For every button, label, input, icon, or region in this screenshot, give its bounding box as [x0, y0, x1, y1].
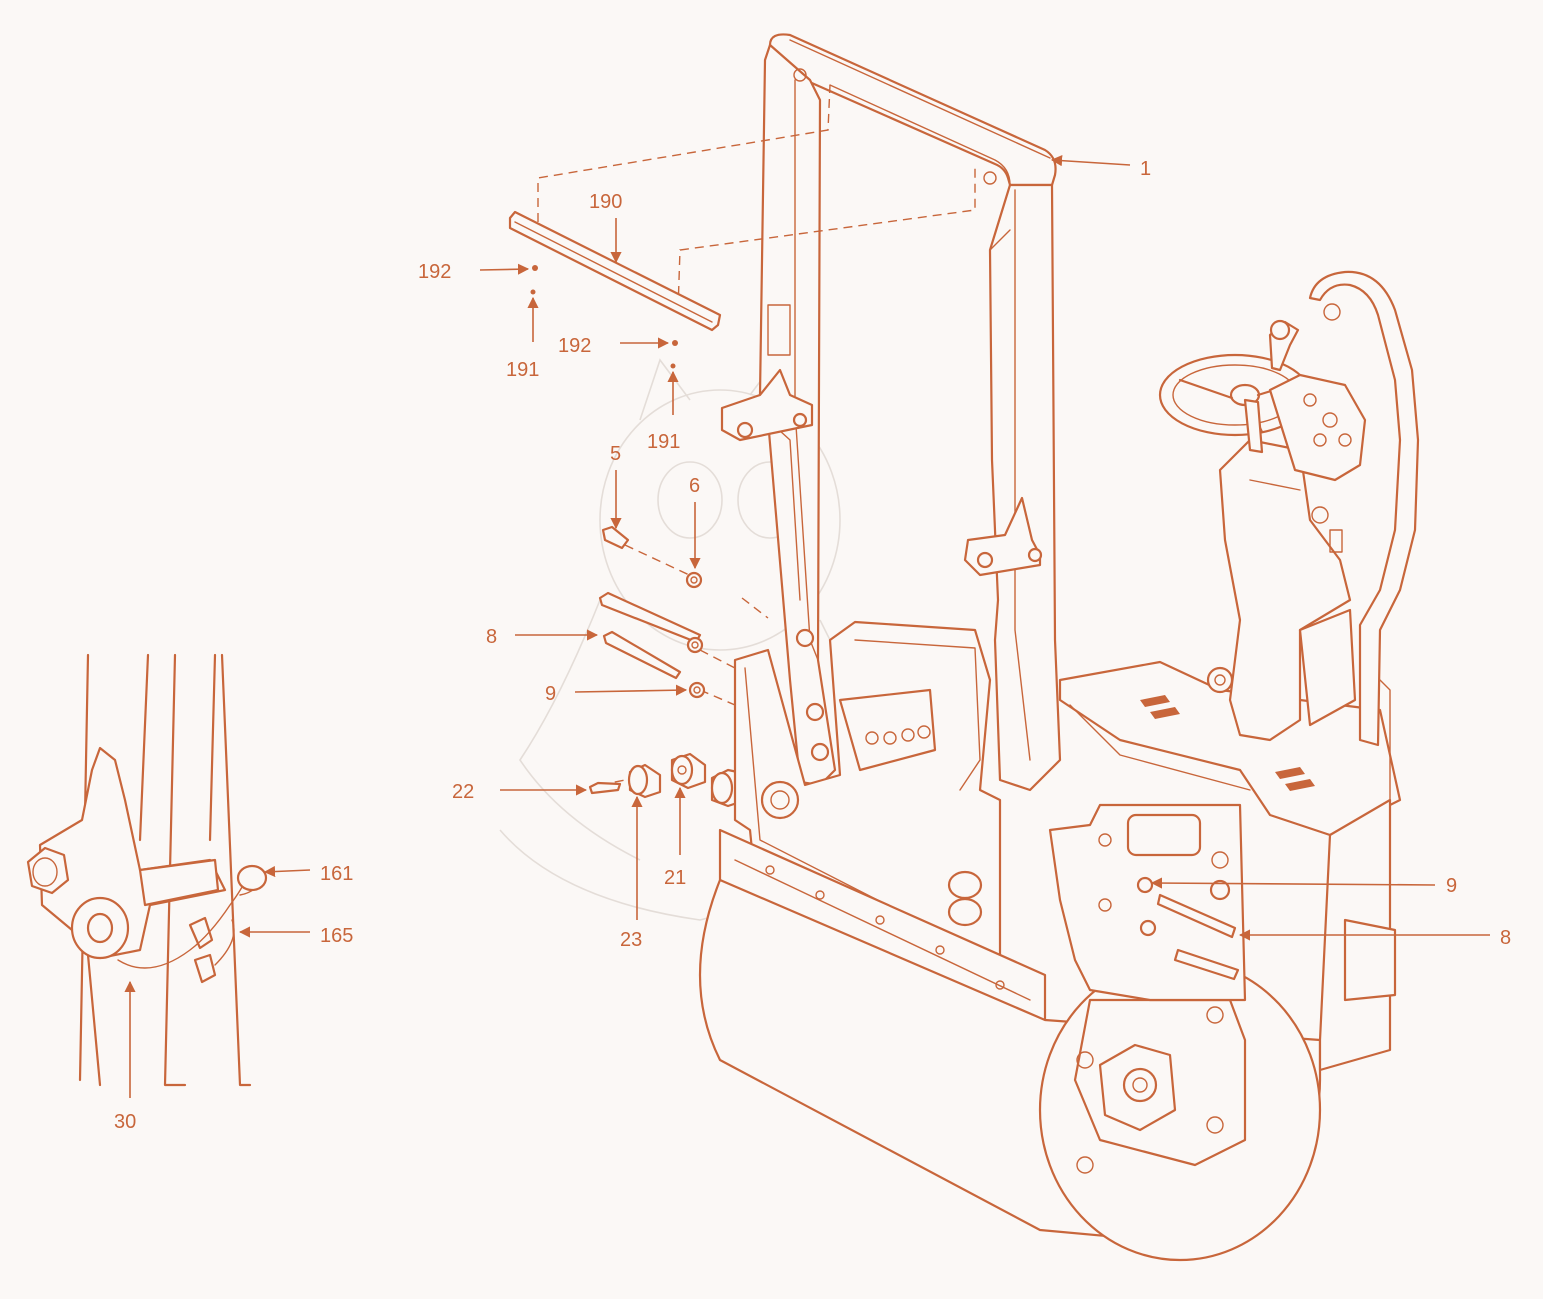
callout-30: 30 [114, 1111, 136, 1133]
callout-22: 22 [452, 781, 474, 803]
callout-9-b: 9 [1446, 875, 1457, 897]
callout-8-b: 8 [1500, 927, 1511, 949]
callout-leaders [124, 155, 1490, 1098]
rops-frame [720, 33, 1062, 792]
callout-23: 23 [620, 929, 642, 951]
callout-191-a: 191 [506, 359, 539, 381]
callout-8-a: 8 [486, 626, 497, 648]
assembly-dashed-lines [537, 84, 976, 786]
callout-192-a: 192 [418, 261, 451, 283]
callout-165: 165 [320, 925, 353, 947]
callout-1: 1 [1140, 158, 1151, 180]
detail-inset [26, 653, 268, 1087]
roller-machine [698, 270, 1420, 1262]
fasteners [588, 525, 754, 808]
cross-bar [508, 210, 722, 369]
callout-9-a: 9 [545, 683, 556, 705]
callout-21: 21 [664, 867, 686, 889]
callout-6: 6 [689, 475, 700, 497]
callout-labels: 1 190 192 191 192 191 5 6 8 9 22 21 23 9… [114, 158, 1511, 1133]
callout-191-b: 191 [647, 431, 680, 453]
callout-190: 190 [589, 191, 622, 213]
callout-192-b: 192 [558, 335, 591, 357]
callout-5: 5 [610, 443, 621, 465]
callout-161: 161 [320, 863, 353, 885]
